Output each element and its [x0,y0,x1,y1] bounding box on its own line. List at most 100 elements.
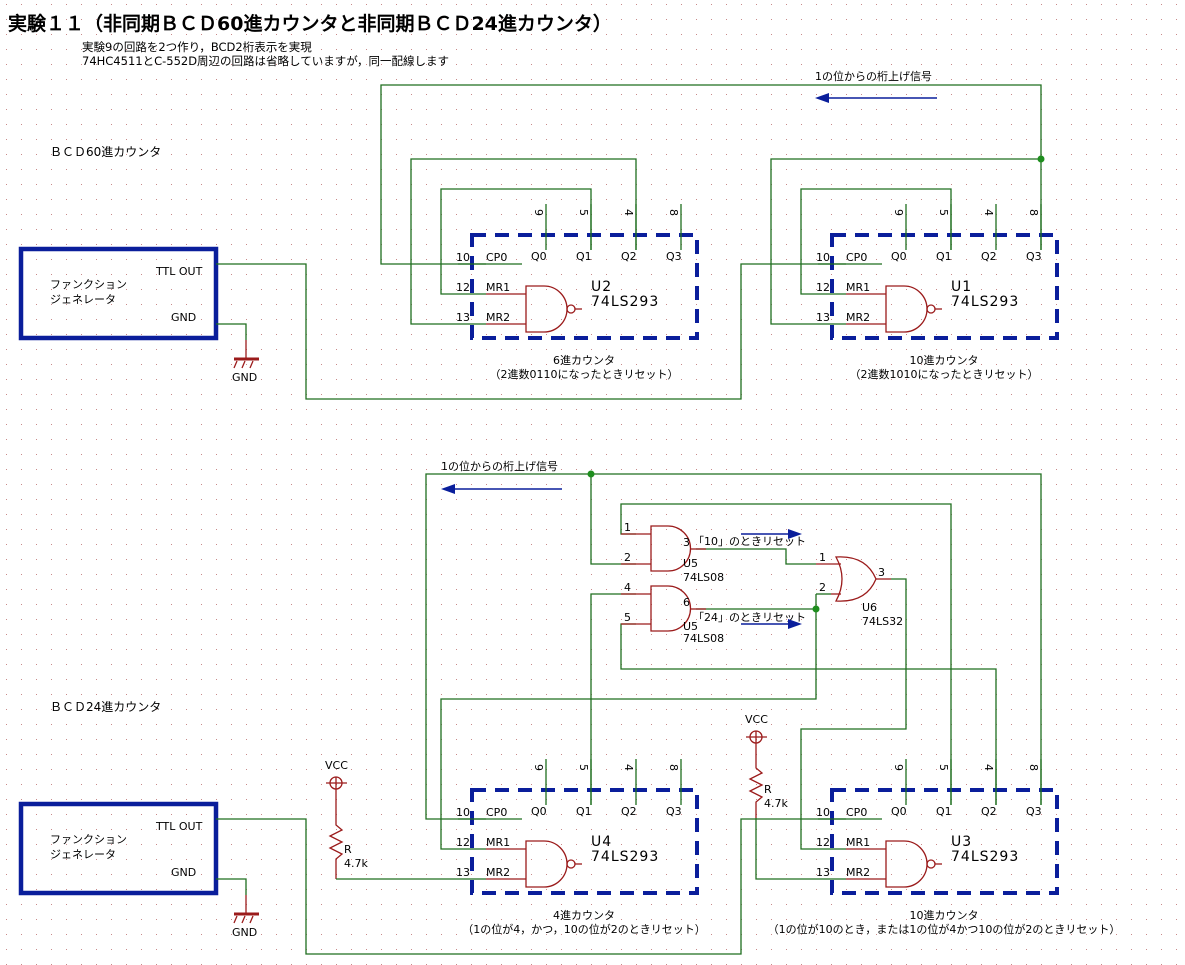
upper-section-label: ＢＣＤ60進カウンタ [50,145,161,159]
pin-label-mr1: MR1 [846,281,870,294]
pin-number: 10 [456,806,470,819]
vcc-label: VCC [745,713,768,726]
pin-number: 12 [456,836,470,849]
pin-number: 12 [816,281,830,294]
pin-number: 12 [456,281,470,294]
generator-name-1: ファンクション [50,833,127,846]
pin-number: 2 [624,551,631,564]
resistor-r-right: VCC R 4.7k [745,713,846,880]
pin-number: 4 [622,209,635,216]
pin-number: 8 [1027,209,1040,216]
counter-u4: 101213CP0MR1MR2Q09Q15Q24Q38U474LS2934進カウ… [456,759,706,936]
gen-gnd-label: GND [171,866,196,879]
pin-label-q0: Q0 [531,250,547,263]
counter-part: 74LS293 [951,849,1019,865]
counter-ref: U1 [951,279,972,295]
pin-number: 5 [937,764,950,771]
pin-label-mr1: MR1 [486,281,510,294]
gate-ref: U6 [862,601,877,614]
counter-reset-note: （1の位が4，かつ，10の位が2のときリセット） [462,922,705,936]
counter-ref: U3 [951,834,972,850]
resistor-ref: R [344,843,352,856]
carry-wire [380,84,1042,265]
counter-caption: 10進カウンタ [910,909,979,922]
pin-number: 13 [456,311,470,324]
pin-number: 1 [819,551,826,564]
ground-label: GND [232,371,257,384]
pin-number: 5 [577,209,590,216]
u1-q3-mr2-wire [770,158,1041,325]
pin-label-mr2: MR2 [486,866,510,879]
resistor-value: 4.7k [344,857,368,870]
pin-number: 8 [667,209,680,216]
lower-carry-label: 1の位からの桁上げ信号 [441,459,558,473]
pin-number: 8 [1027,764,1040,771]
pin-label-q3: Q3 [666,805,682,818]
upper-function-generator: ファンクション ジェネレータ TTL OUT GND [18,246,219,341]
clock-wire-u3 [216,818,846,955]
pin-label-q1: Q1 [936,250,952,263]
pin-label-q3: Q3 [666,250,682,263]
and-gate-u5b: 4 5 6 U5 74LS08 「24」のときリセット [621,581,806,645]
pin-label-q0: Q0 [891,250,907,263]
counter-boundary [470,788,699,895]
counter-caption: 4進カウンタ [553,909,615,922]
gate-ref: U5 [683,620,698,633]
pin-number: 4 [622,764,635,771]
junction-dot [812,605,820,613]
and1-out-wire [696,548,816,565]
counter-ref: U2 [591,279,612,295]
counter-u1: 101213CP0MR1MR2Q09Q15Q24Q38U174LS29310進カ… [816,204,1059,381]
pin-label-q0: Q0 [531,805,547,818]
pin-label-q2: Q2 [621,250,637,263]
lower-ground-symbol: GND [216,878,259,939]
u2-q2-mr2-wire [410,158,637,325]
vcc-label: VCC [325,759,348,772]
pin-number: 13 [456,866,470,879]
pin-label-q1: Q1 [576,250,592,263]
pin-number: 6 [683,596,690,609]
lower-circuit: ＢＣＤ24進カウンタ ファンクション ジェネレータ TTL OUT GND GN… [18,459,1121,955]
diagram-title: 実験１１（非同期ＢＣＤ60進カウンタと非同期ＢＣＤ24進カウンタ） [8,12,612,35]
pin-number: 10 [816,251,830,264]
generator-name-2: ジェネレータ [50,848,116,861]
lower-function-generator: ファンクション ジェネレータ TTL OUT GND [18,801,219,896]
pin-label-q2: Q2 [621,805,637,818]
upper-ground-symbol: GND [216,323,259,384]
pin-label-q1: Q1 [576,805,592,818]
pin-number: 8 [667,764,680,771]
ttl-out-label: TTL OUT [155,265,203,278]
junction-dot [587,470,595,478]
pin-number: 4 [624,581,631,594]
pin-number: 9 [892,209,905,216]
counter-boundary [830,233,1059,340]
upper-carry-label: 1の位からの桁上げ信号 [815,69,932,83]
generator-box [18,801,219,896]
reset-24-label: 「24」のときリセット [693,611,806,624]
pin-label-q0: Q0 [891,805,907,818]
pin-number: 5 [937,209,950,216]
pin-number: 10 [456,251,470,264]
pin-number: 5 [577,764,590,771]
generator-name-2: ジェネレータ [50,293,116,306]
pin-label-cp0: CP0 [846,806,867,819]
pin-number: 9 [532,764,545,771]
pin-number: 9 [892,764,905,771]
carry-wire [425,473,1042,820]
pin-label-q1: Q1 [936,805,952,818]
pin-number: 10 [816,806,830,819]
counter-boundary [470,233,699,340]
pin-number: 3 [683,536,690,549]
generator-box [18,246,219,341]
pin-number: 12 [816,836,830,849]
gate-ref: U5 [683,557,698,570]
gate-part: 74LS08 [683,632,724,645]
counter-u2: 101213CP0MR1MR2Q09Q15Q24Q38U274LS2936進カウ… [456,204,699,381]
pin-label-mr1: MR1 [486,836,510,849]
gen-gnd-label: GND [171,311,196,324]
counter-ref: U4 [591,834,612,850]
pin-label-q2: Q2 [981,250,997,263]
counter-reset-note: （1の位が10のとき，または1の位が4かつ10の位が2のときリセット） [768,922,1121,936]
pin-number: 9 [532,209,545,216]
gate-part: 74LS32 [862,615,903,628]
